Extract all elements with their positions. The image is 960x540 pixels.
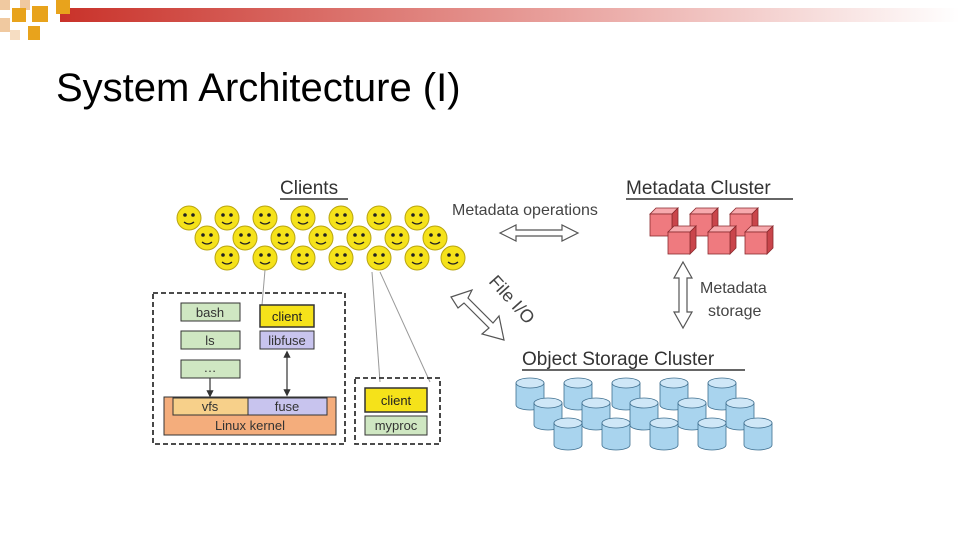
client-smiley-icon (270, 225, 296, 251)
client-smiley-icon (176, 205, 202, 231)
metadata-operations-arrow (498, 224, 580, 242)
client-smiley-icon (328, 245, 354, 271)
storage-node-cylinder (743, 417, 773, 451)
client-smiley-icon (194, 225, 220, 251)
client-smiley-icon (422, 225, 448, 251)
client-smiley-icon (328, 205, 354, 231)
architecture-diagram: Clients Metadata operations Metadata Clu… (150, 170, 810, 460)
client-smiley-icon (252, 205, 278, 231)
clients-label: Clients (280, 178, 338, 199)
storage-node-cylinder (725, 397, 755, 431)
app-client-label: client (381, 393, 412, 408)
host-machine-box (152, 292, 346, 445)
metadata-cluster-cubes (649, 207, 774, 255)
ls-box (180, 330, 241, 350)
metadata-cluster-label: Metadata Cluster (626, 178, 771, 199)
storage-node-cylinder (649, 417, 679, 451)
client-smiley-icon (308, 225, 334, 251)
metadata-server-cube (667, 225, 697, 255)
fuse-box (247, 397, 328, 416)
slide-title: System Architecture (I) (56, 66, 461, 110)
storage-node-cylinder (601, 417, 631, 451)
architecture-svg: Clients Metadata operations Metadata Clu… (152, 178, 793, 451)
metadata-server-cube (707, 225, 737, 255)
title-decoration (0, 0, 960, 40)
linux-kernel-label: Linux kernel (215, 418, 285, 433)
metadata-operations-label: Metadata operations (452, 202, 598, 219)
vfs-label: vfs (202, 399, 219, 414)
client-smiley-icon (214, 205, 240, 231)
client-smiley-icon (290, 245, 316, 271)
myproc-box (364, 415, 428, 436)
myproc-label: myproc (375, 418, 418, 433)
ls-label: ls (205, 333, 215, 348)
title-gradient-bar (60, 8, 960, 22)
client-smiley-icon (440, 245, 466, 271)
storage-node-cylinder (629, 397, 659, 431)
client-smiley-icon (346, 225, 372, 251)
client-smiley-icon (232, 225, 258, 251)
object-storage-label: Object Storage Cluster (522, 349, 715, 370)
client-smiley-icon (290, 205, 316, 231)
client-smiley-icon (404, 205, 430, 231)
fuse-label: fuse (275, 399, 300, 414)
metadata-storage-label-line2: storage (708, 303, 761, 320)
client-connector-lines (261, 269, 431, 383)
client-smiley-icon (214, 245, 240, 271)
app-client-box (364, 387, 428, 413)
metadata-storage-arrow (672, 260, 694, 330)
bash-box (180, 302, 241, 322)
host-client-box (259, 304, 315, 328)
ellipsis-label: … (204, 360, 217, 375)
storage-node-cylinder (697, 417, 727, 451)
client-smiley-icon (404, 245, 430, 271)
libfuse-label: libfuse (268, 333, 306, 348)
client-smiley-icon (252, 245, 278, 271)
object-storage-cylinders (515, 377, 773, 451)
libfuse-box (259, 330, 315, 350)
client-smiley-icon (366, 245, 392, 271)
file-io-arrow (450, 288, 505, 341)
client-smiley-icon (366, 205, 392, 231)
app-process-box (354, 377, 441, 445)
client-smileys (176, 205, 466, 271)
corner-squares-icon (0, 0, 70, 40)
metadata-storage-label-line1: Metadata (700, 280, 767, 297)
client-smiley-icon (384, 225, 410, 251)
file-io-label: File I/O (485, 271, 539, 327)
host-client-label: client (272, 309, 303, 324)
metadata-server-cube (744, 225, 774, 255)
bash-label: bash (196, 305, 224, 320)
storage-node-cylinder (553, 417, 583, 451)
